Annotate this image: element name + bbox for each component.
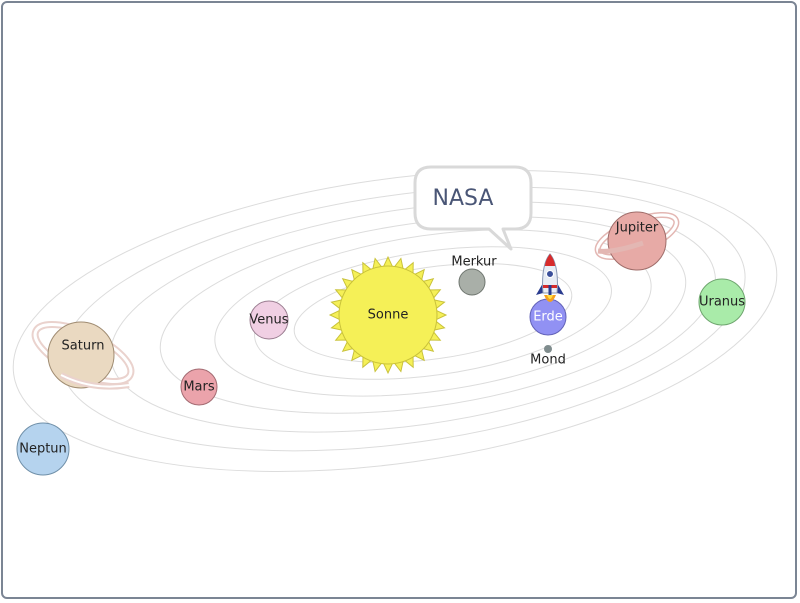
- orbit-1: [293, 262, 573, 364]
- moon[interactable]: Mond: [530, 345, 566, 368]
- jupiter-ring-front: [597, 240, 644, 254]
- rocket-fin-right: [557, 283, 564, 295]
- saturn[interactable]: Saturn: [27, 313, 138, 393]
- jupiter-disc: [607, 211, 667, 271]
- rocket-window: [546, 270, 554, 278]
- rocket-tip: [545, 254, 555, 266]
- neptune-disc: [16, 422, 70, 476]
- mars-label: Mars: [183, 380, 215, 395]
- jupiter[interactable]: Jupiter: [592, 206, 681, 271]
- rocket-flame-inner: [547, 295, 553, 299]
- sun-disc: [338, 265, 438, 365]
- speech-bubble-shape: [413, 165, 533, 251]
- orbit-3: [214, 229, 652, 397]
- rocket-icon[interactable]: [536, 253, 564, 302]
- venus-label: Venus: [249, 313, 288, 328]
- venus-disc: [249, 300, 289, 340]
- saturn-label: Saturn: [62, 339, 105, 354]
- rocket-fin-left: [536, 283, 543, 295]
- orbit-7: [12, 170, 778, 472]
- uranus[interactable]: Uranus: [698, 278, 746, 326]
- venus[interactable]: Venus: [249, 300, 289, 340]
- neptune-label: Neptun: [19, 442, 67, 457]
- moon-disc: [544, 345, 552, 353]
- mercury-label: Merkur: [451, 255, 497, 270]
- mercury[interactable]: Merkur: [451, 255, 497, 296]
- speech-bubble-text: NASA: [433, 186, 494, 211]
- speech-bubble: NASA: [413, 165, 533, 251]
- rocket-fin-center: [548, 285, 552, 295]
- orbit-2: [254, 246, 612, 380]
- uranus-disc: [698, 278, 746, 326]
- moon-label: Mond: [530, 353, 566, 368]
- jupiter-label: Jupiter: [615, 221, 659, 236]
- mercury-disc: [458, 268, 486, 296]
- saturn-disc: [47, 321, 115, 389]
- solar-system-diagram: Sonne Merkur Venus Erde Mond: [12, 165, 778, 476]
- sun-label: Sonne: [368, 308, 409, 323]
- orbit-4: [159, 216, 687, 414]
- earth[interactable]: Erde: [529, 298, 567, 336]
- mars[interactable]: Mars: [180, 368, 218, 406]
- mars-disc: [180, 368, 218, 406]
- uranus-label: Uranus: [699, 295, 745, 310]
- sun[interactable]: Sonne: [328, 255, 448, 375]
- neptune[interactable]: Neptun: [16, 422, 70, 476]
- saturn-ring-front-inner: [60, 374, 130, 388]
- earth-label: Erde: [533, 310, 563, 325]
